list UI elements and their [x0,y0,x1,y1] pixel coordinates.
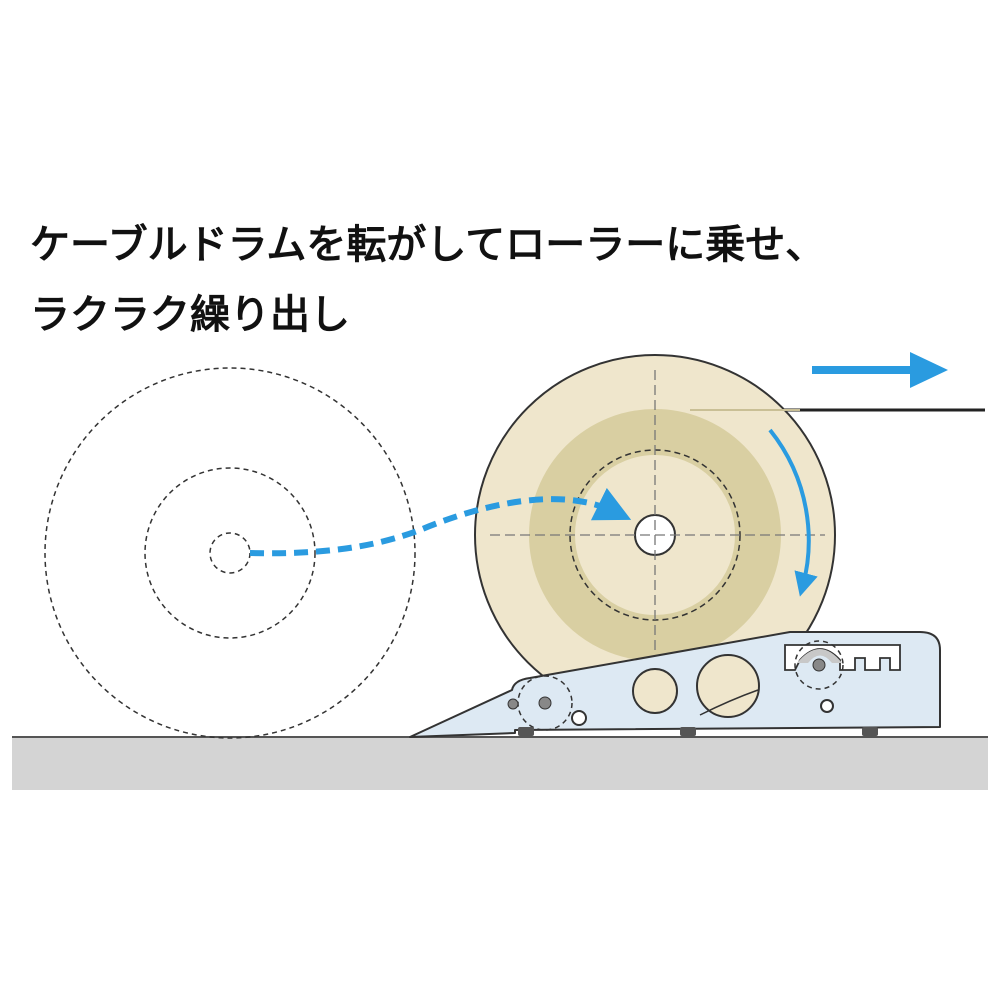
caption-line-1: ケーブルドラムを転がしてローラーに乗せ、 [30,222,826,268]
drum-start-position-outline [44,367,416,739]
cable-drum [474,354,836,716]
drum-roller-stand [409,631,941,738]
rotation-arrow [768,428,818,597]
pull-direction-arrow [812,352,948,388]
floor [12,736,988,790]
roll-path-arrow [249,487,632,557]
caption-line-2: ラクラク繰り出し [30,292,350,338]
